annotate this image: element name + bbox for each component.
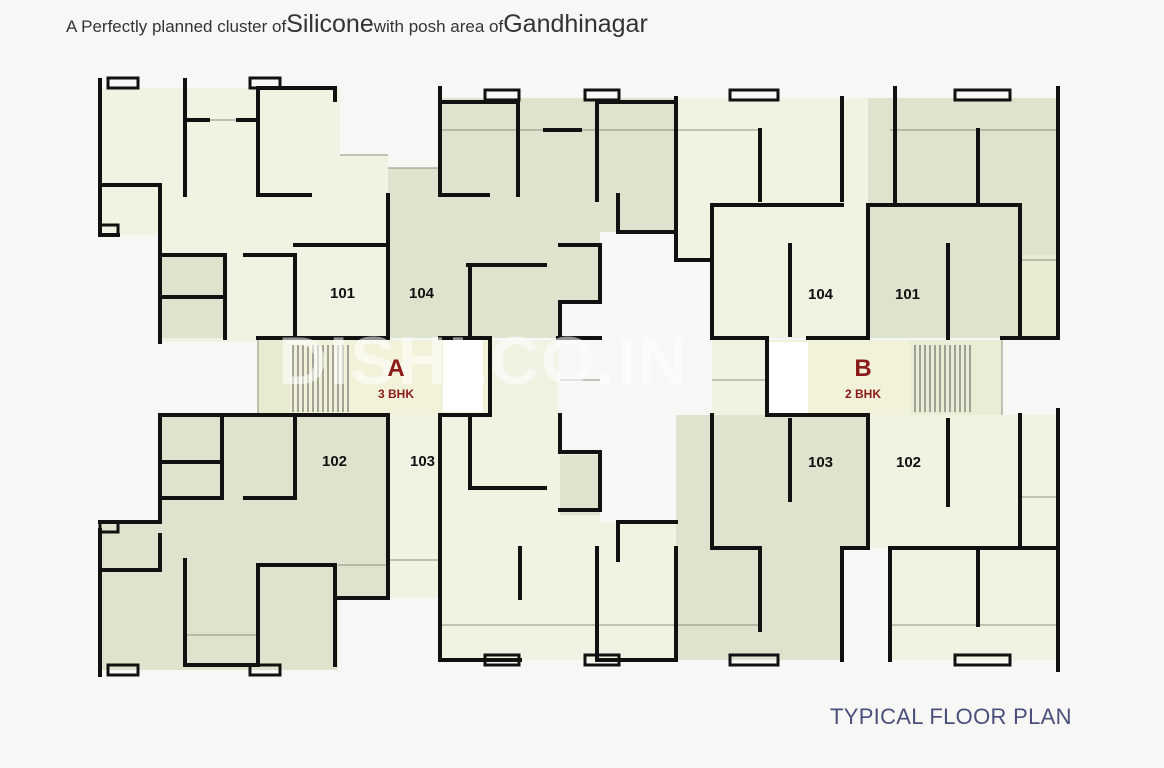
plan-caption: TYPICAL FLOOR PLAN: [830, 704, 1072, 729]
wing-b-fills: [676, 98, 1058, 660]
wing-b-type: 2 BHK: [845, 387, 881, 401]
balconies: [98, 76, 1012, 677]
tagline-text-1: A Perfectly planned cluster of: [66, 17, 287, 36]
tagline-text-2: with posh area of: [373, 17, 504, 36]
wing-b-letter: B: [854, 355, 871, 382]
tagline-place: Gandhinagar: [503, 10, 648, 38]
unit-label-b103: 103: [808, 454, 833, 471]
unit-label-a104: 104: [409, 285, 435, 302]
lift-b: [768, 342, 808, 414]
tagline-brand: Silicone: [286, 10, 374, 38]
unit-label-b101: 101: [895, 286, 920, 303]
unit-label-a102: 102: [322, 453, 347, 470]
tagline: A Perfectly planned cluster of Silicone …: [66, 10, 648, 46]
watermark: DISHI.CO.IN: [278, 323, 689, 399]
wing-a-letter: A: [387, 355, 404, 382]
unit-label-b104: 104: [808, 286, 834, 303]
unit-label-a101: 101: [330, 285, 355, 302]
unit-label-a103: 103: [410, 453, 435, 470]
staircase-a: [292, 345, 349, 412]
staircase-b: [914, 345, 971, 412]
walls: [98, 78, 1060, 677]
unit-label-b102: 102: [896, 454, 921, 471]
wing-a-type: 3 BHK: [378, 387, 414, 401]
lift-a: [443, 340, 483, 412]
